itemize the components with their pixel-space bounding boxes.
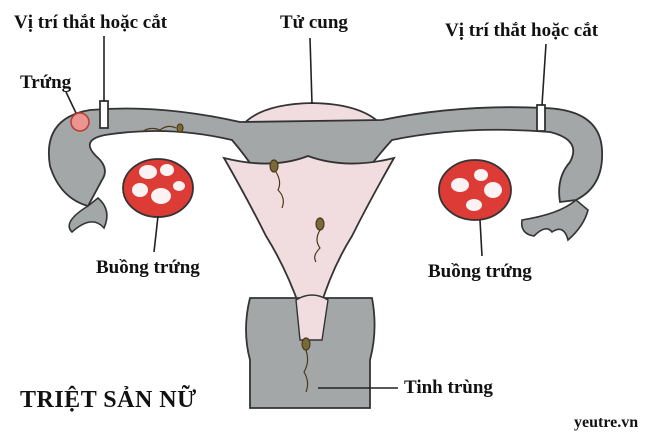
egg	[70, 112, 90, 132]
left-ovary	[122, 158, 194, 218]
right-ovary	[438, 159, 512, 221]
right-fimbriae	[520, 198, 589, 242]
uterine-cavity	[222, 155, 396, 309]
watermark: yeutre.vn	[574, 414, 639, 431]
left-fimbriae	[68, 196, 108, 234]
ligation-site-left-label: Vị trí thắt hoặc cắt	[14, 12, 168, 33]
diagram-title: TRIỆT SẢN NỮ	[20, 387, 197, 413]
uterus-label: Tử cung	[280, 12, 348, 33]
ovary-right-label: Buồng trứng	[428, 261, 532, 282]
ligation-site-right-label: Vị trí thắt hoặc cắt	[445, 20, 599, 41]
leader-lines	[65, 36, 547, 389]
right-ligation-marker	[536, 104, 546, 132]
egg-label: Trứng	[20, 72, 72, 93]
left-ligation-marker	[99, 100, 109, 129]
ovary-left-label: Buồng trứng	[96, 257, 200, 278]
sperm-cells	[141, 123, 325, 393]
sperm-label: Tinh trùng	[404, 377, 493, 398]
cervical-canal	[295, 294, 329, 341]
cervix	[245, 297, 376, 409]
